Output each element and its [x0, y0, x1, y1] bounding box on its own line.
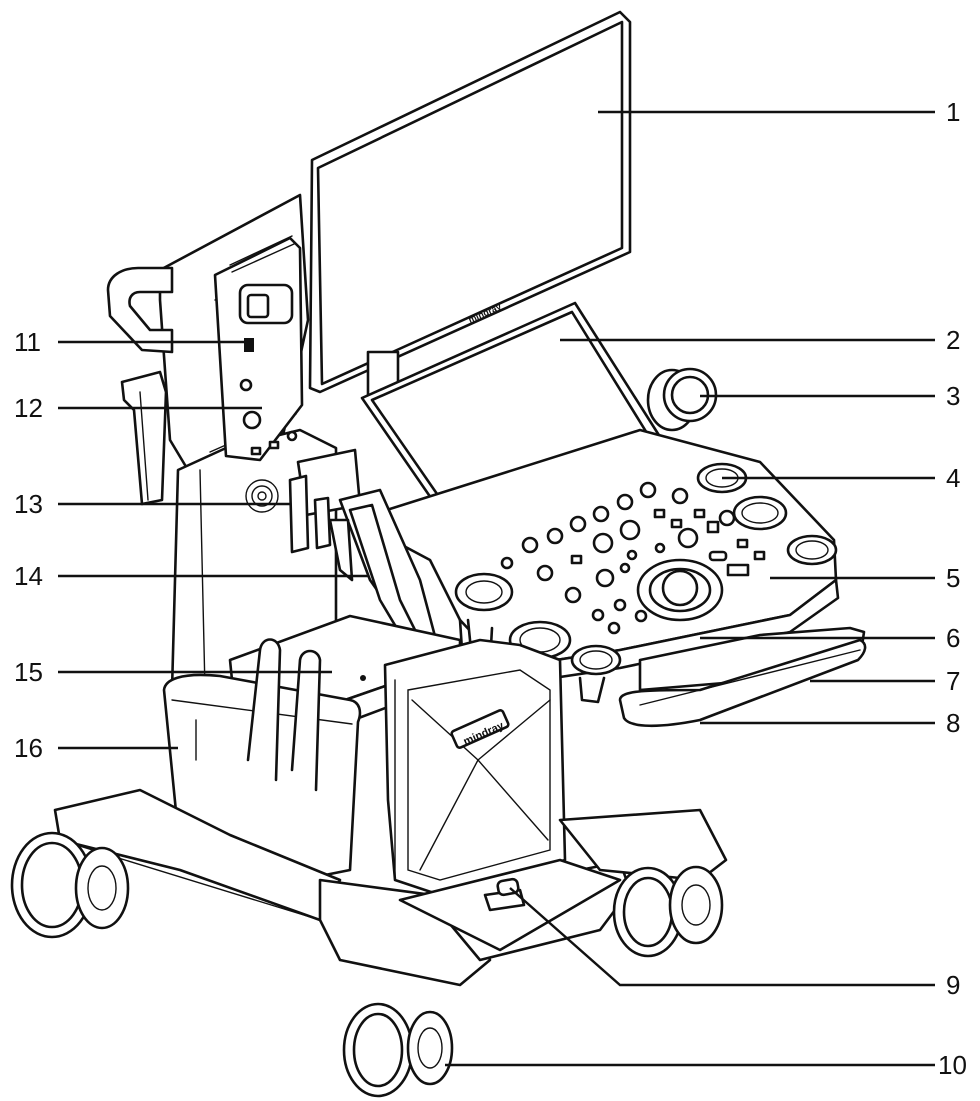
- main-monitor: mindray: [308, 10, 632, 404]
- probe-holder-round: [646, 367, 718, 432]
- callout-6: 6: [946, 623, 960, 653]
- callout-14: 14: [14, 561, 43, 591]
- callout-5: 5: [946, 563, 960, 593]
- probe-hook: [245, 448, 438, 644]
- callout-11: 11: [14, 327, 41, 357]
- callout-9: 9: [946, 970, 960, 1000]
- callout-labels: 1 2 3 4 5 6 7 8 9 10 11 12 13 14 15 16: [14, 97, 967, 1080]
- callout-3: 3: [946, 381, 960, 411]
- lower-housing: mindray: [383, 638, 567, 897]
- side-holder: [120, 370, 168, 506]
- leader-lines: [58, 110, 935, 1067]
- base: [53, 788, 728, 987]
- callout-2: 2: [946, 325, 960, 355]
- side-panel: [213, 235, 304, 462]
- casters: [10, 831, 724, 1098]
- callout-15: 15: [14, 657, 43, 687]
- caster-front-center: [342, 1002, 454, 1098]
- callout-7: 7: [946, 666, 960, 696]
- callout-13: 13: [14, 489, 43, 519]
- callout-10: 10: [938, 1050, 967, 1080]
- caster-rear-right: [612, 865, 724, 958]
- callout-4: 4: [946, 463, 960, 493]
- callout-16: 16: [14, 733, 43, 763]
- caster-front-left: [10, 831, 130, 939]
- callout-8: 8: [946, 708, 960, 738]
- callout-12: 12: [14, 393, 43, 423]
- rear-handle: [106, 266, 174, 354]
- callout-1: 1: [946, 97, 960, 127]
